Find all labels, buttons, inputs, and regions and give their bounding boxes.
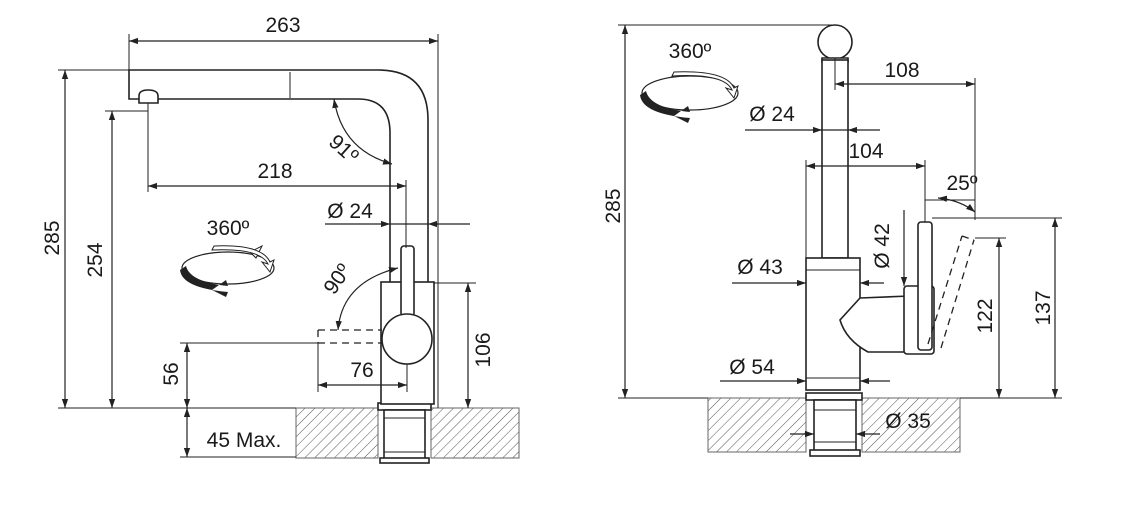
left-body-diameter: Ø 24 [327, 200, 373, 223]
right-rotation: 360º [669, 40, 712, 63]
right-body-diameter: Ø 43 [737, 256, 783, 279]
right-countertop [707, 392, 961, 457]
left-faucet [128, 69, 435, 405]
left-spout-angle: 91º [324, 130, 363, 168]
left-spout-height: 254 [84, 242, 107, 277]
right-spout-offset: 108 [884, 59, 919, 82]
right-handle-angle: 25º [946, 172, 977, 195]
right-handle-diameter: Ø 42 [871, 223, 894, 269]
left-overall-width: 263 [265, 14, 300, 37]
right-lever-height: 137 [1032, 290, 1055, 325]
right-base-diameter: Ø 54 [729, 356, 775, 379]
left-lever-angle: 90º [319, 260, 356, 299]
right-handle-offset: 104 [848, 140, 883, 163]
left-lever-height: 56 [160, 362, 183, 385]
left-countertop [295, 402, 520, 464]
right-view: 285 360º 108 Ø 24 104 [602, 24, 1062, 457]
left-rotation: 360º [207, 217, 250, 240]
left-rotation-arrow-icon [180, 244, 275, 297]
right-rotation-arrow-icon [640, 71, 739, 123]
right-shank-diameter: Ø 35 [885, 410, 931, 433]
right-overall-height: 285 [602, 188, 625, 223]
right-dimensions: 285 360º 108 Ø 24 104 [602, 24, 1062, 438]
left-max-counter: 45 Max. [207, 429, 282, 452]
right-faucet [805, 24, 975, 391]
left-body-height: 106 [472, 332, 495, 367]
left-lever-reach: 76 [350, 359, 373, 382]
left-view: 263 285 254 218 91º Ø 24 360º [41, 14, 520, 464]
left-spout-reach: 218 [257, 160, 292, 183]
right-handle-height: 122 [974, 298, 997, 333]
right-spout-diameter: Ø 24 [749, 103, 795, 126]
left-overall-height: 285 [41, 220, 64, 255]
